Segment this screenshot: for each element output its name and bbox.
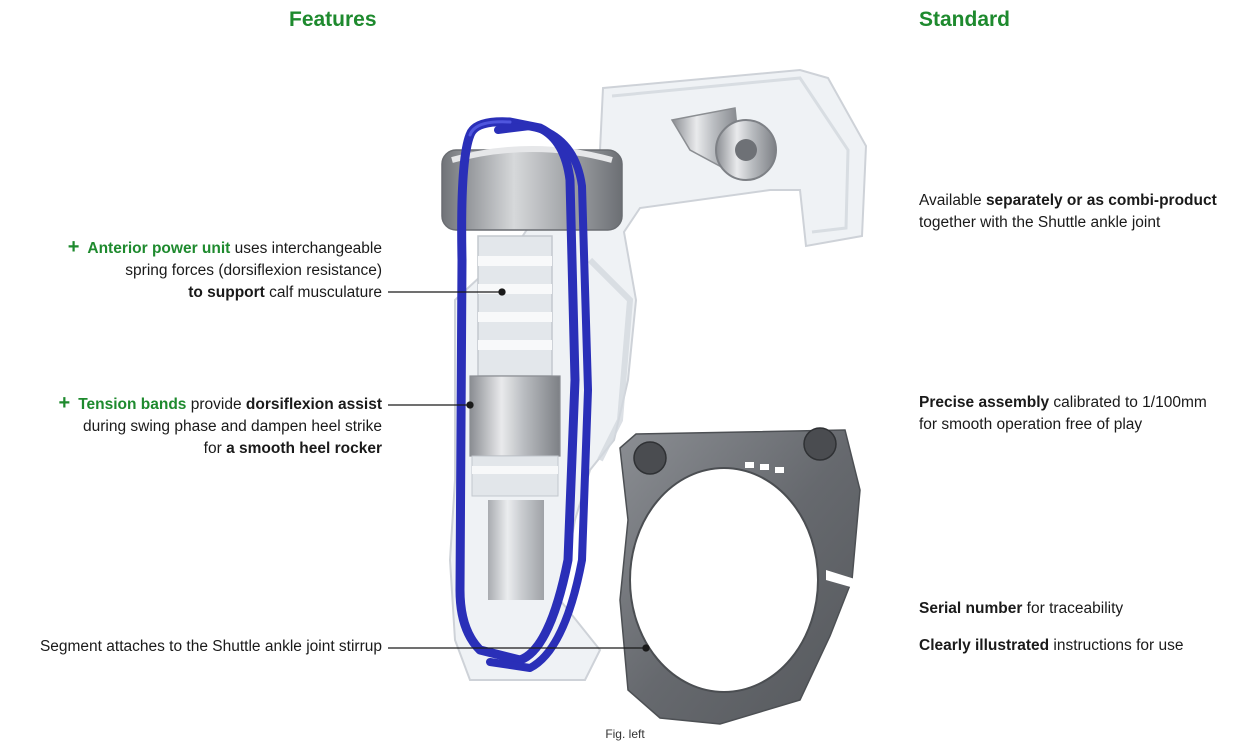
feature-line: for a smooth heel rocker [59,438,382,460]
feature-line: to support calf musculature [68,282,382,304]
figure-caption: Fig. left [605,727,645,741]
standard-bold: separately or as combi-product [985,192,1217,209]
standard-line: Precise assembly calibrated to 1/100mm [919,392,1249,414]
feature-line: spring forces (dorsiflexion resistance) [125,262,382,279]
leader-dot-stirrup [642,644,650,652]
standard-precise-assembly: Precise assembly calibrated to 1/100mm f… [919,392,1249,436]
feature-anterior-power-unit: + Anterior power unit uses interchangeabl… [68,236,382,304]
stirrup-icon [619,427,861,725]
feature-bold: to support [188,284,265,301]
feature-term: Anterior power unit [87,240,231,257]
standard-line: Clearly illustrated instructions for use [919,635,1249,657]
leader-dot-power-unit [498,288,506,296]
feature-bold: dorsiflexion assist [245,396,382,413]
feature-text: provide [186,396,246,413]
feature-text: uses interchangeable [230,240,382,257]
standard-line: Available separately or as combi-product [919,190,1249,212]
plus-icon: + [67,236,80,258]
standard-instructions: Clearly illustrated instructions for use [919,635,1249,657]
leader-dot-tension-bands [466,401,474,409]
tension-bands-icon [455,117,592,672]
standard-combi-product: Available separately or as combi-product… [919,190,1249,234]
feature-line: + Tension bands provide dorsiflexion assi… [59,392,382,416]
feature-bold: a smooth heel rocker [226,440,382,457]
standard-text: instructions for use [1049,637,1184,654]
standard-line: Serial number for traceability [919,598,1249,620]
standard-serial-number: Serial number for traceability [919,598,1249,620]
feature-line: during swing phase and dampen heel strik… [83,418,382,435]
standard-text: Available [919,192,986,209]
standard-line: for smooth operation free of play [919,416,1143,433]
feature-text: calf musculature [264,284,382,301]
screw-icon [595,107,777,221]
standard-line: together with the Shuttle ankle joint [919,214,1161,231]
plus-icon: + [58,392,71,414]
standard-text: for traceability [1022,600,1124,617]
spring-unit-icon [469,235,561,600]
feature-line: + Anterior power unit uses interchangeabl… [68,236,382,260]
feature-stirrup-attachment: Segment attaches to the Shuttle ankle jo… [40,636,382,658]
standard-bold: Precise assembly [919,394,1050,411]
standard-bold: Serial number [919,600,1023,617]
standard-bold: Clearly illustrated [919,637,1050,654]
features-heading: Features [289,8,377,31]
leader-lines [388,288,650,652]
standard-text: calibrated to 1/100mm [1049,394,1207,411]
standard-heading: Standard [919,8,1011,31]
feature-term: Tension bands [78,396,187,413]
feature-text: for [203,440,227,457]
feature-line: Segment attaches to the Shuttle ankle jo… [39,638,382,655]
feature-tension-bands: + Tension bands provide dorsiflexion assi… [59,392,382,460]
